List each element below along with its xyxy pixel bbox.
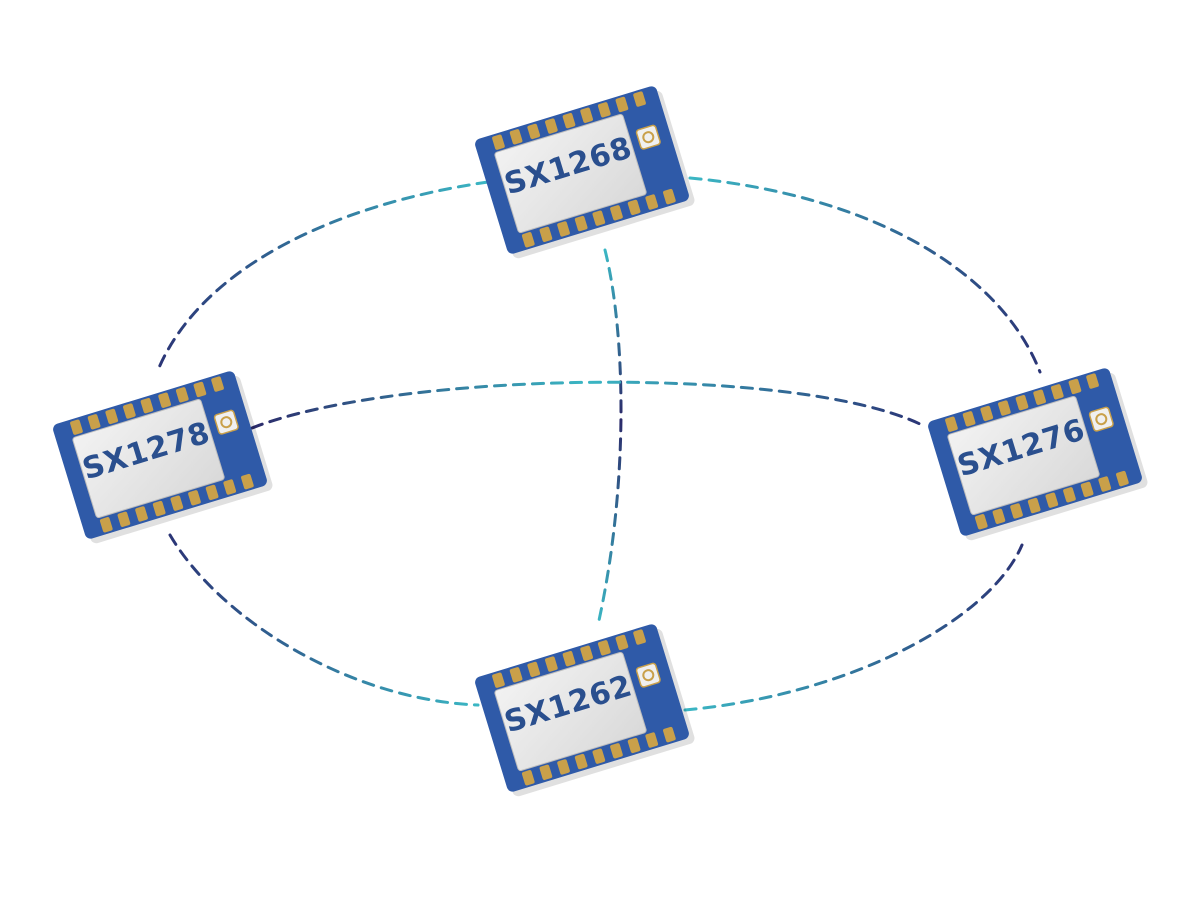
module-sx1278: SX1278 — [52, 369, 274, 546]
link-right-bottom — [685, 545, 1022, 710]
link-top-bottom — [598, 250, 621, 625]
link-top-left — [158, 182, 488, 370]
module-sx1276: SX1276 — [927, 366, 1149, 543]
link-left-bottom — [170, 535, 478, 705]
module-sx1268: SX1268 — [474, 84, 696, 261]
module-sx1262: SX1262 — [474, 622, 696, 799]
link-left-right — [252, 382, 922, 428]
links — [158, 178, 1040, 710]
link-top-right — [690, 178, 1040, 372]
